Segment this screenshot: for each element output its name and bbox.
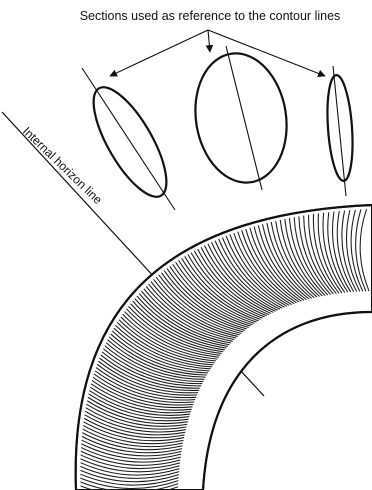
section-middle-ellipse [186,47,295,189]
sections-caption: Sections used as reference to the contou… [80,9,341,23]
caption-arrows [110,30,325,76]
section-middle [186,46,295,190]
section-middle-axis [226,46,262,190]
curved-tube [76,205,372,490]
arrow-middle [208,30,210,52]
section-right [324,66,355,196]
section-right-ellipse [324,74,355,181]
horizon-label: Internal horizon line [20,124,105,207]
arrow-left [110,30,208,76]
